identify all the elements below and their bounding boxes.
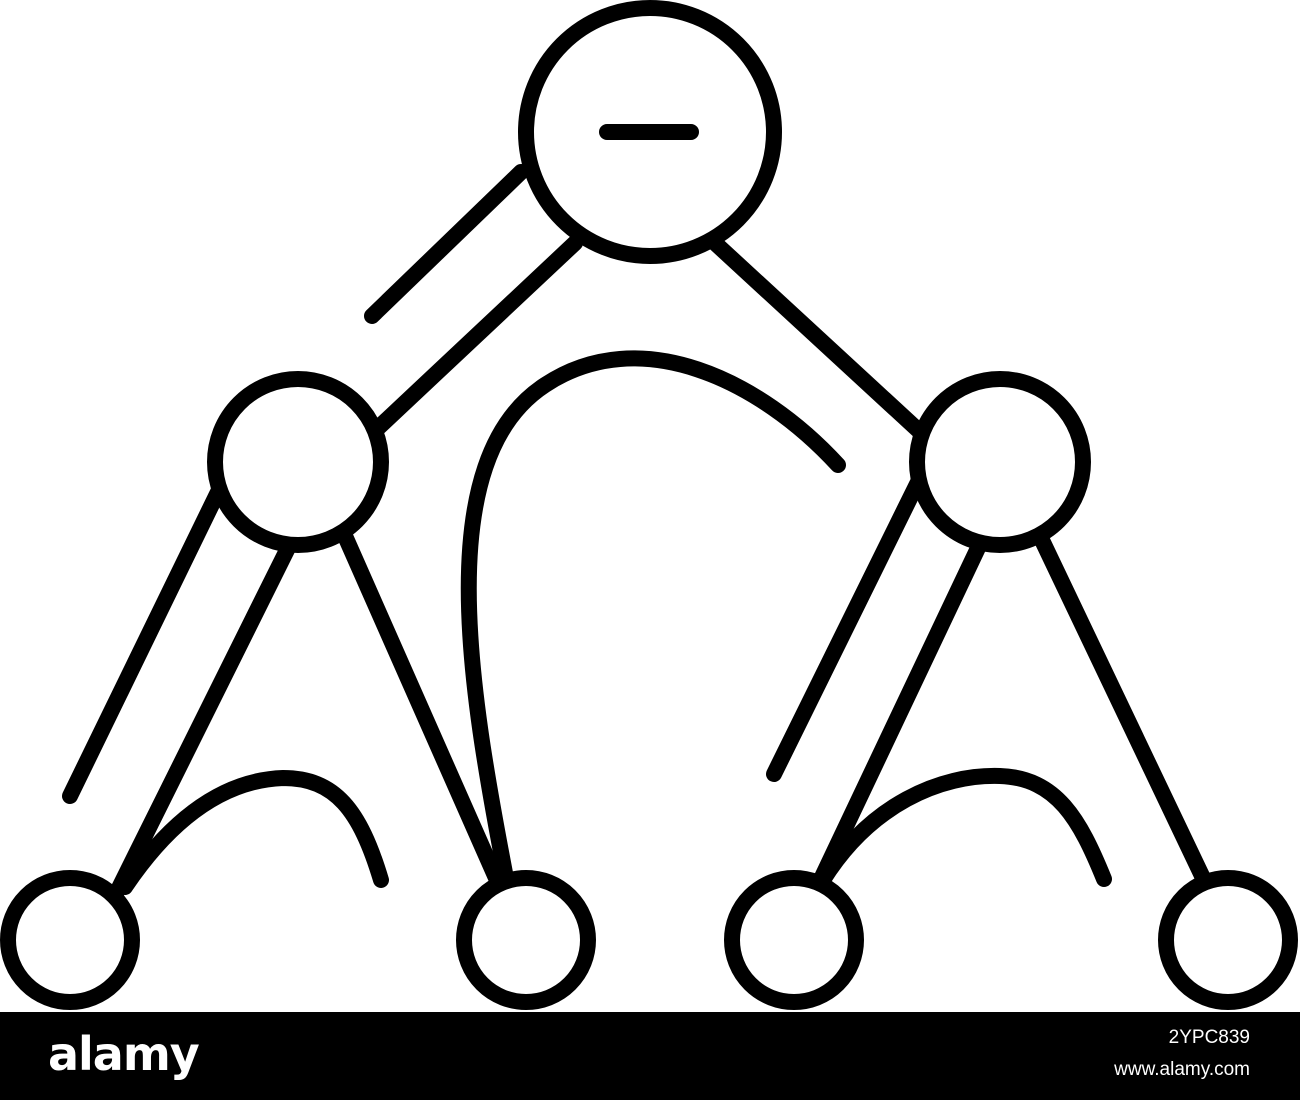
right-accent-line (766, 474, 926, 782)
watermark-bar: alamy 2YPC839 www.alamy.com (0, 1012, 1300, 1100)
leaf-node-4 (1158, 870, 1298, 1010)
right-branch-node (909, 371, 1091, 553)
leaf-node-1 (0, 870, 140, 1010)
leaf-node-2 (456, 870, 596, 1010)
hierarchy-diagram (0, 0, 1298, 1010)
leaf-node-3 (724, 870, 864, 1010)
image-id-label: 2YPC839 (1168, 1027, 1250, 1048)
left-to-leaf2-connector (337, 528, 504, 886)
alamy-logo: alamy (48, 1027, 200, 1081)
left-accent-line (62, 484, 226, 804)
left-to-leaf1-connector (110, 540, 296, 898)
right-arc (815, 767, 1112, 888)
left-branch-node (207, 371, 389, 553)
root-to-right-connector (707, 235, 926, 438)
root-to-left-accent-line (364, 164, 529, 324)
watermark-url: www.alamy.com (1114, 1059, 1250, 1080)
right-to-leaf4-connector (1032, 528, 1212, 888)
right-to-leaf3-connector (814, 540, 986, 885)
root-to-left-connector (370, 235, 583, 436)
left-arc (117, 770, 389, 895)
center-arc (460, 350, 846, 881)
